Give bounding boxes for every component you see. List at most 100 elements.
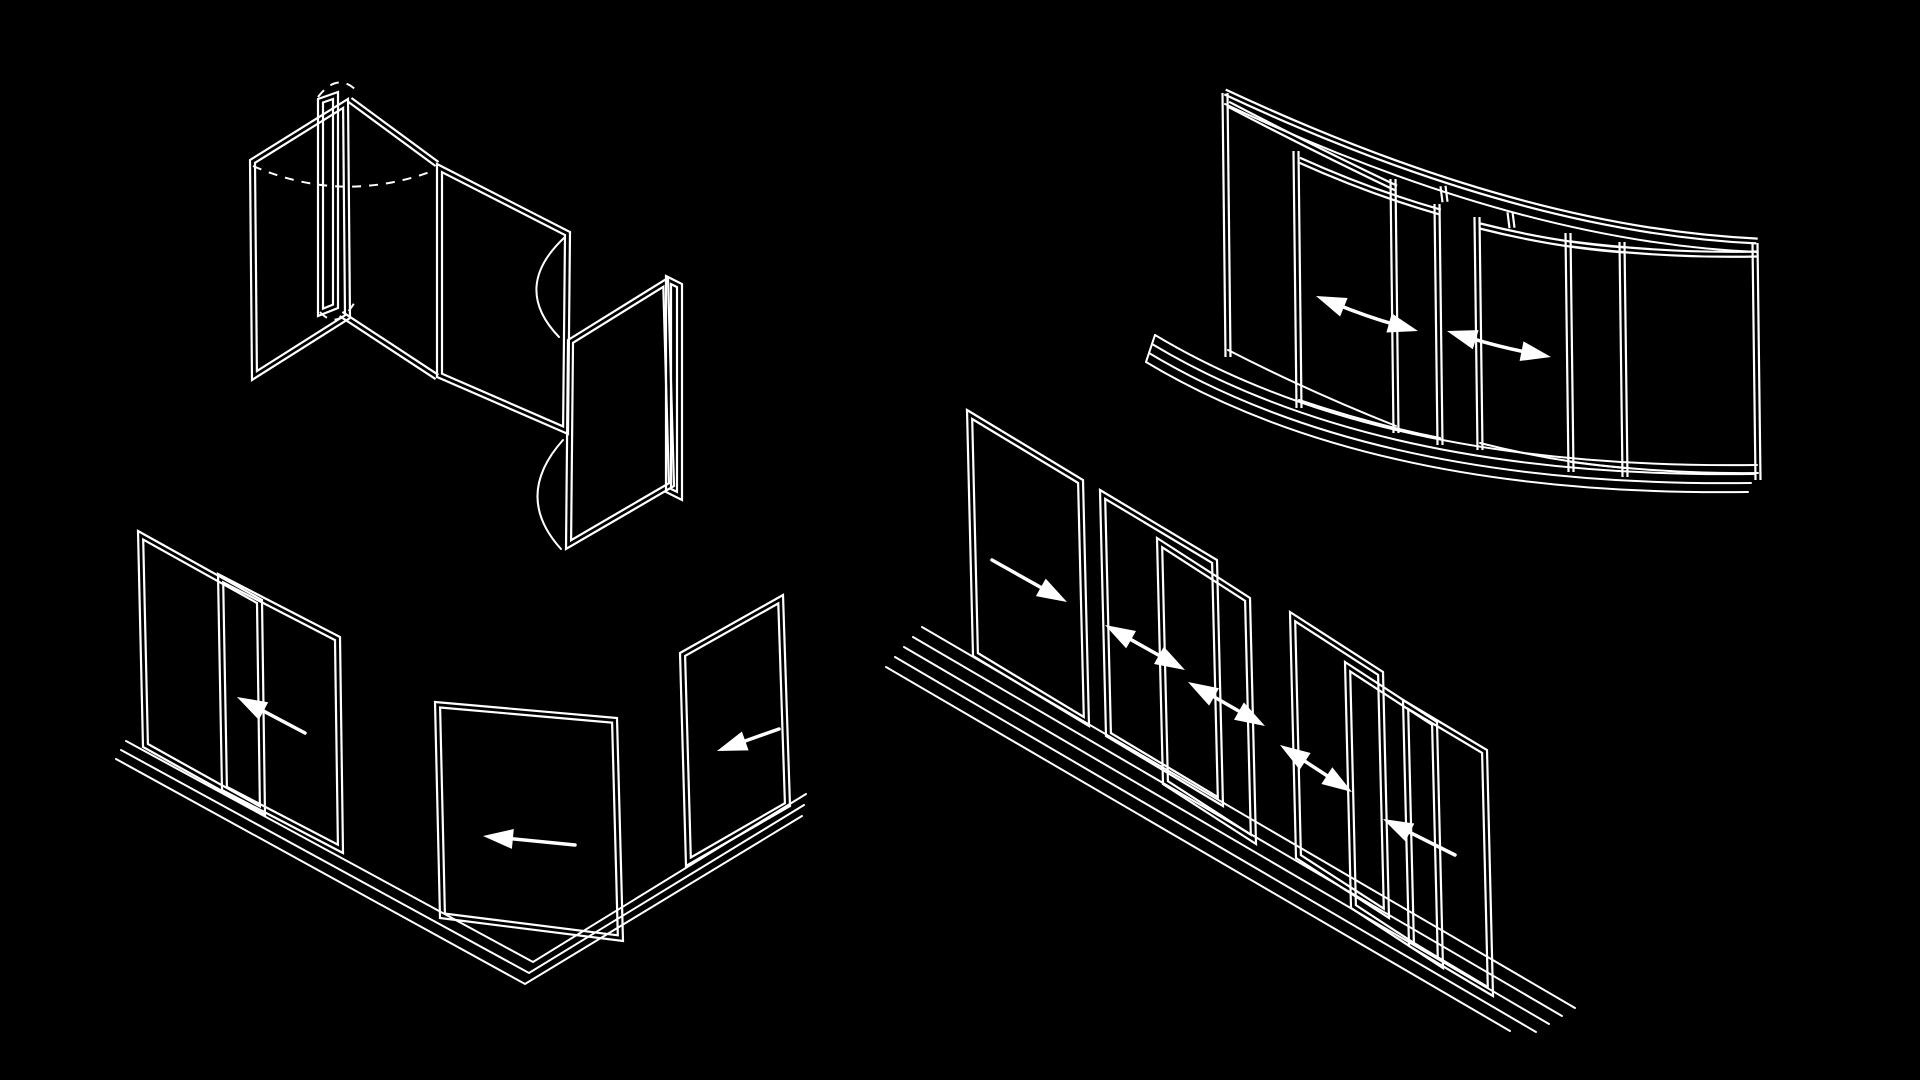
sliding-panel-3 [1155,535,1258,847]
slide-arrow-corner-head [483,829,514,849]
slide-arrow-1-head [1316,296,1348,317]
rail-jog-2 [1511,211,1516,228]
track-end-cap [1145,334,1156,363]
slide-arrow-1 [1334,302,1399,327]
panel-top-4 [1570,240,1759,253]
panel-edge-6 [1569,232,1575,473]
rail-jog-2 [1506,212,1511,229]
right-panel [678,593,792,868]
straight-sliding-panel-diagram [885,408,1576,1033]
open-panel-right-inner [569,284,671,543]
slide-arrow-right [990,558,1050,594]
floor-track-2 [120,749,805,975]
pivot-arc-bottom [319,299,357,321]
slide-arrow-2-head [1519,341,1551,361]
panel-edge-8 [1756,242,1762,481]
bottom-rail [338,315,437,381]
pivot-post-right [664,274,684,502]
sliding-panel-2-inner [1104,496,1219,800]
back-panel-inner [222,580,340,847]
slide-arrow-1-head [1386,313,1418,333]
top-rail [1223,93,1757,245]
sliding-panel-6-inner [1407,706,1489,990]
panel-bottom-1 [1227,349,1397,427]
panel-edge-3 [1394,178,1400,434]
panel-edge-1 [1221,92,1227,358]
header-rail [350,97,440,163]
sliding-panel-1 [965,408,1091,728]
curved-sliding-panel-diagram [1145,88,1762,494]
panel-top-2 [1299,156,1442,211]
pivot-post-left [316,90,340,318]
front-panel-inner [142,537,262,809]
slide-arrow-both-1 [1122,634,1168,661]
corner-panel-inner [438,706,619,937]
pivot-folding-panel-diagram [248,81,684,551]
corner-sliding-panel-diagram [115,529,807,986]
panel-top-2 [1297,161,1440,216]
back-panel [216,572,345,855]
top-rail-underline [1224,103,1758,253]
slide-arrow-left-wall [254,705,307,735]
floor-track-3 [115,758,803,986]
corner-panel [433,700,625,943]
slide-arrow-left-wall-head [237,697,269,720]
panel-edge-1 [1226,92,1232,358]
sliding-panel-1-inner [971,417,1085,719]
rail-jog-1 [1439,186,1444,203]
panel-edge-8 [1751,242,1757,481]
panel-top-1 [1228,100,1398,187]
slide-arrow-both-1-head [1105,625,1136,649]
panel-top-1 [1226,105,1396,192]
panel-edge-2 [1297,150,1303,409]
sliding-panel-4-inner [1294,619,1385,911]
sliding-panel-4 [1288,609,1391,921]
sliding-panel-6 [1401,698,1495,998]
header-rail [347,101,437,167]
slide-arrow-both-2-head [1188,682,1219,706]
open-panel-left-inner [253,106,347,373]
floor-track-4 [894,656,1537,1033]
pivot-arc-top [317,81,357,98]
slide-arrow-right-wall-head [717,731,749,751]
slide-arrow-2-head [1447,330,1479,350]
bottom-rail [341,310,440,376]
open-panel-left [248,97,352,382]
panel-edge-3 [1389,178,1395,434]
floor-track-5 [885,666,1511,1032]
slide-arrow-both-1-head [1154,646,1185,670]
pivot-post-left-inner [321,97,335,311]
slide-arrow-both-2-head [1234,702,1265,726]
sliding-panel-2 [1098,488,1225,808]
panel-bottom-2 [1298,399,1441,439]
slide-arrow-right-head [1035,578,1067,602]
floor-track-3 [1148,352,1752,485]
wall-panel-inner [440,170,567,429]
panel-edge-6 [1564,232,1570,473]
panel-edge-7 [1618,241,1624,478]
swing-arc-left [252,165,431,188]
swing-arc-middle-top [535,236,566,338]
panel-edge-7 [1623,241,1629,478]
front-panel [136,529,267,817]
panel-top-4 [1570,245,1758,258]
panel-top-3 [1479,227,1625,254]
slide-arrow-left [1400,827,1457,857]
slide-arrow-both-3-head [1321,767,1352,792]
sliding-panel-3-inner [1161,545,1252,837]
panel-edge-4 [1438,203,1444,446]
swing-arc-middle-bottom [536,439,564,550]
floor-track-2 [1151,343,1755,476]
right-panel-inner [683,601,787,860]
top-rail [1225,88,1758,240]
floor-track-3 [903,646,1550,1025]
floor-track-4 [1145,361,1749,494]
floor-track-1 [125,740,807,964]
rail-jog-1 [1444,185,1449,202]
open-panel-right [564,276,676,551]
pivot-post-right-inner [669,282,679,494]
panel-edge-2 [1292,150,1298,409]
panel-bottom-4 [1570,461,1759,475]
